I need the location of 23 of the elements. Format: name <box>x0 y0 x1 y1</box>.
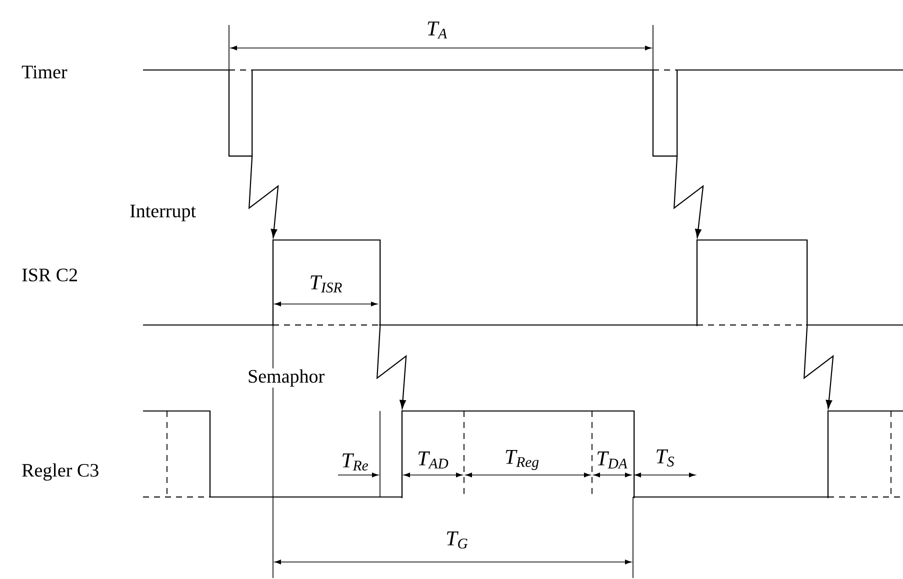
pulse <box>696 239 808 326</box>
dimension-label: T$_{A}$ <box>425 20 449 40</box>
signal-label: Regler C3 <box>20 462 100 482</box>
lightning-arrow <box>376 326 407 409</box>
dimension-label: T$_{G}$ <box>444 530 470 550</box>
lightning-arrow <box>248 156 279 238</box>
dimension-label: T$_{Re}$ <box>340 452 370 472</box>
signal-label: Timer <box>20 64 68 80</box>
pulse <box>652 70 678 157</box>
pulse <box>228 70 253 157</box>
annotation-text: Semaphor <box>246 368 326 388</box>
dimension-label: T$_{S}$ <box>654 448 676 468</box>
dimension-label: T$_{Reg}$ <box>504 449 541 471</box>
lightning-arrow <box>803 326 834 409</box>
dimension-label: T$_{AD}$ <box>416 450 450 470</box>
pulse <box>272 239 381 326</box>
dimension-label: T$_{DA}$ <box>595 450 629 470</box>
signal-label: ISR C2 <box>20 268 80 282</box>
pulse <box>827 410 903 498</box>
pulse <box>401 410 635 498</box>
dimension-label: T$_{ISR}$ <box>308 274 344 294</box>
lightning-arrow <box>673 156 704 238</box>
annotation-text: Interrupt <box>128 204 198 222</box>
